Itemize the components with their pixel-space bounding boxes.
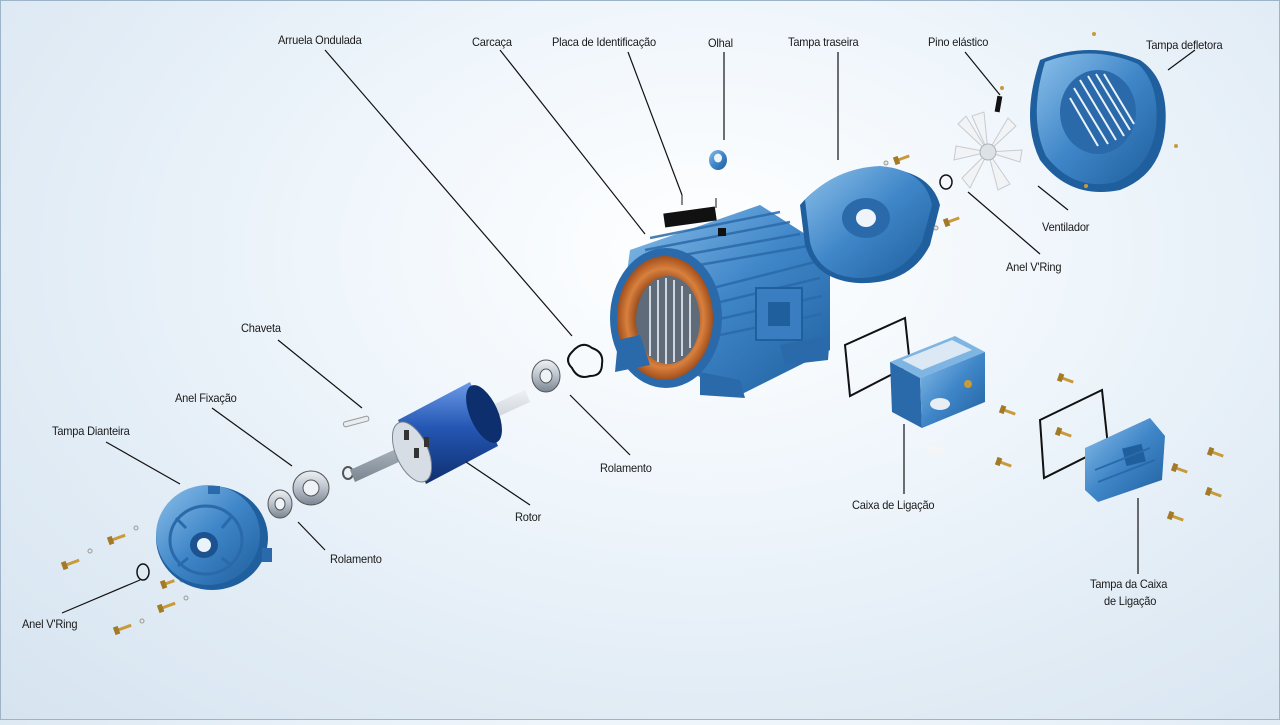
lifting-eye	[709, 150, 727, 170]
fan-cover	[1030, 50, 1166, 192]
label-tampa-defletora: Tampa defletora	[1146, 38, 1223, 52]
label-tampa-dianteira: Tampa Dianteira	[52, 424, 130, 438]
terminal-box-bolts	[994, 372, 1074, 468]
rotor-assembly	[350, 382, 530, 484]
wave-washer	[567, 343, 604, 378]
label-pino-elastico: Pino elástico	[928, 35, 989, 49]
fan	[953, 111, 1023, 191]
spring-pin	[994, 95, 1003, 113]
rear-bolts	[883, 154, 960, 231]
fixation-ring	[292, 470, 330, 506]
label-placa-identificacao: Placa de Identificação	[552, 35, 656, 49]
rear-v-ring	[939, 174, 953, 190]
cover-screws	[1166, 446, 1224, 522]
label-anel-fixacao: Anel Fixação	[175, 391, 237, 405]
nameplate-rivets	[681, 195, 717, 208]
terminal-box-cover	[1085, 418, 1165, 502]
leader-lines	[61, 49, 1196, 614]
label-arruela-ondulada: Arruela Ondulada	[278, 33, 362, 47]
label-olhal: Olhal	[708, 36, 733, 50]
label-anel-vring-rear: Anel V'Ring	[1006, 260, 1062, 274]
label-chaveta: Chaveta	[241, 321, 281, 335]
front-bearing	[267, 489, 293, 519]
label-caixa-ligacao: Caixa de Ligação	[852, 498, 935, 512]
nameplate	[663, 206, 717, 228]
label-ventilador: Ventilador	[1042, 220, 1090, 234]
terminal-box	[890, 336, 985, 455]
label-tampa-traseira: Tampa traseira	[788, 35, 859, 49]
label-carcaca: Carcaça	[472, 35, 512, 49]
rear-end-shield	[800, 166, 940, 284]
front-end-shield	[156, 485, 272, 590]
key	[342, 415, 370, 428]
label-rolamento-front: Rolamento	[330, 552, 382, 566]
label-anel-vring-front: Anel V'Ring	[22, 617, 78, 631]
fan-cover-screws	[1000, 32, 1178, 188]
front-v-ring	[136, 563, 150, 581]
label-rolamento-rear: Rolamento	[600, 461, 652, 475]
rear-bearing	[531, 359, 561, 393]
label-rotor: Rotor	[515, 510, 542, 524]
label-tampa-caixa-ligacao-line1: Tampa da Caixa	[1090, 577, 1168, 591]
label-tampa-caixa-ligacao-line2: de Ligação	[1104, 594, 1157, 608]
motor-frame	[610, 205, 830, 398]
